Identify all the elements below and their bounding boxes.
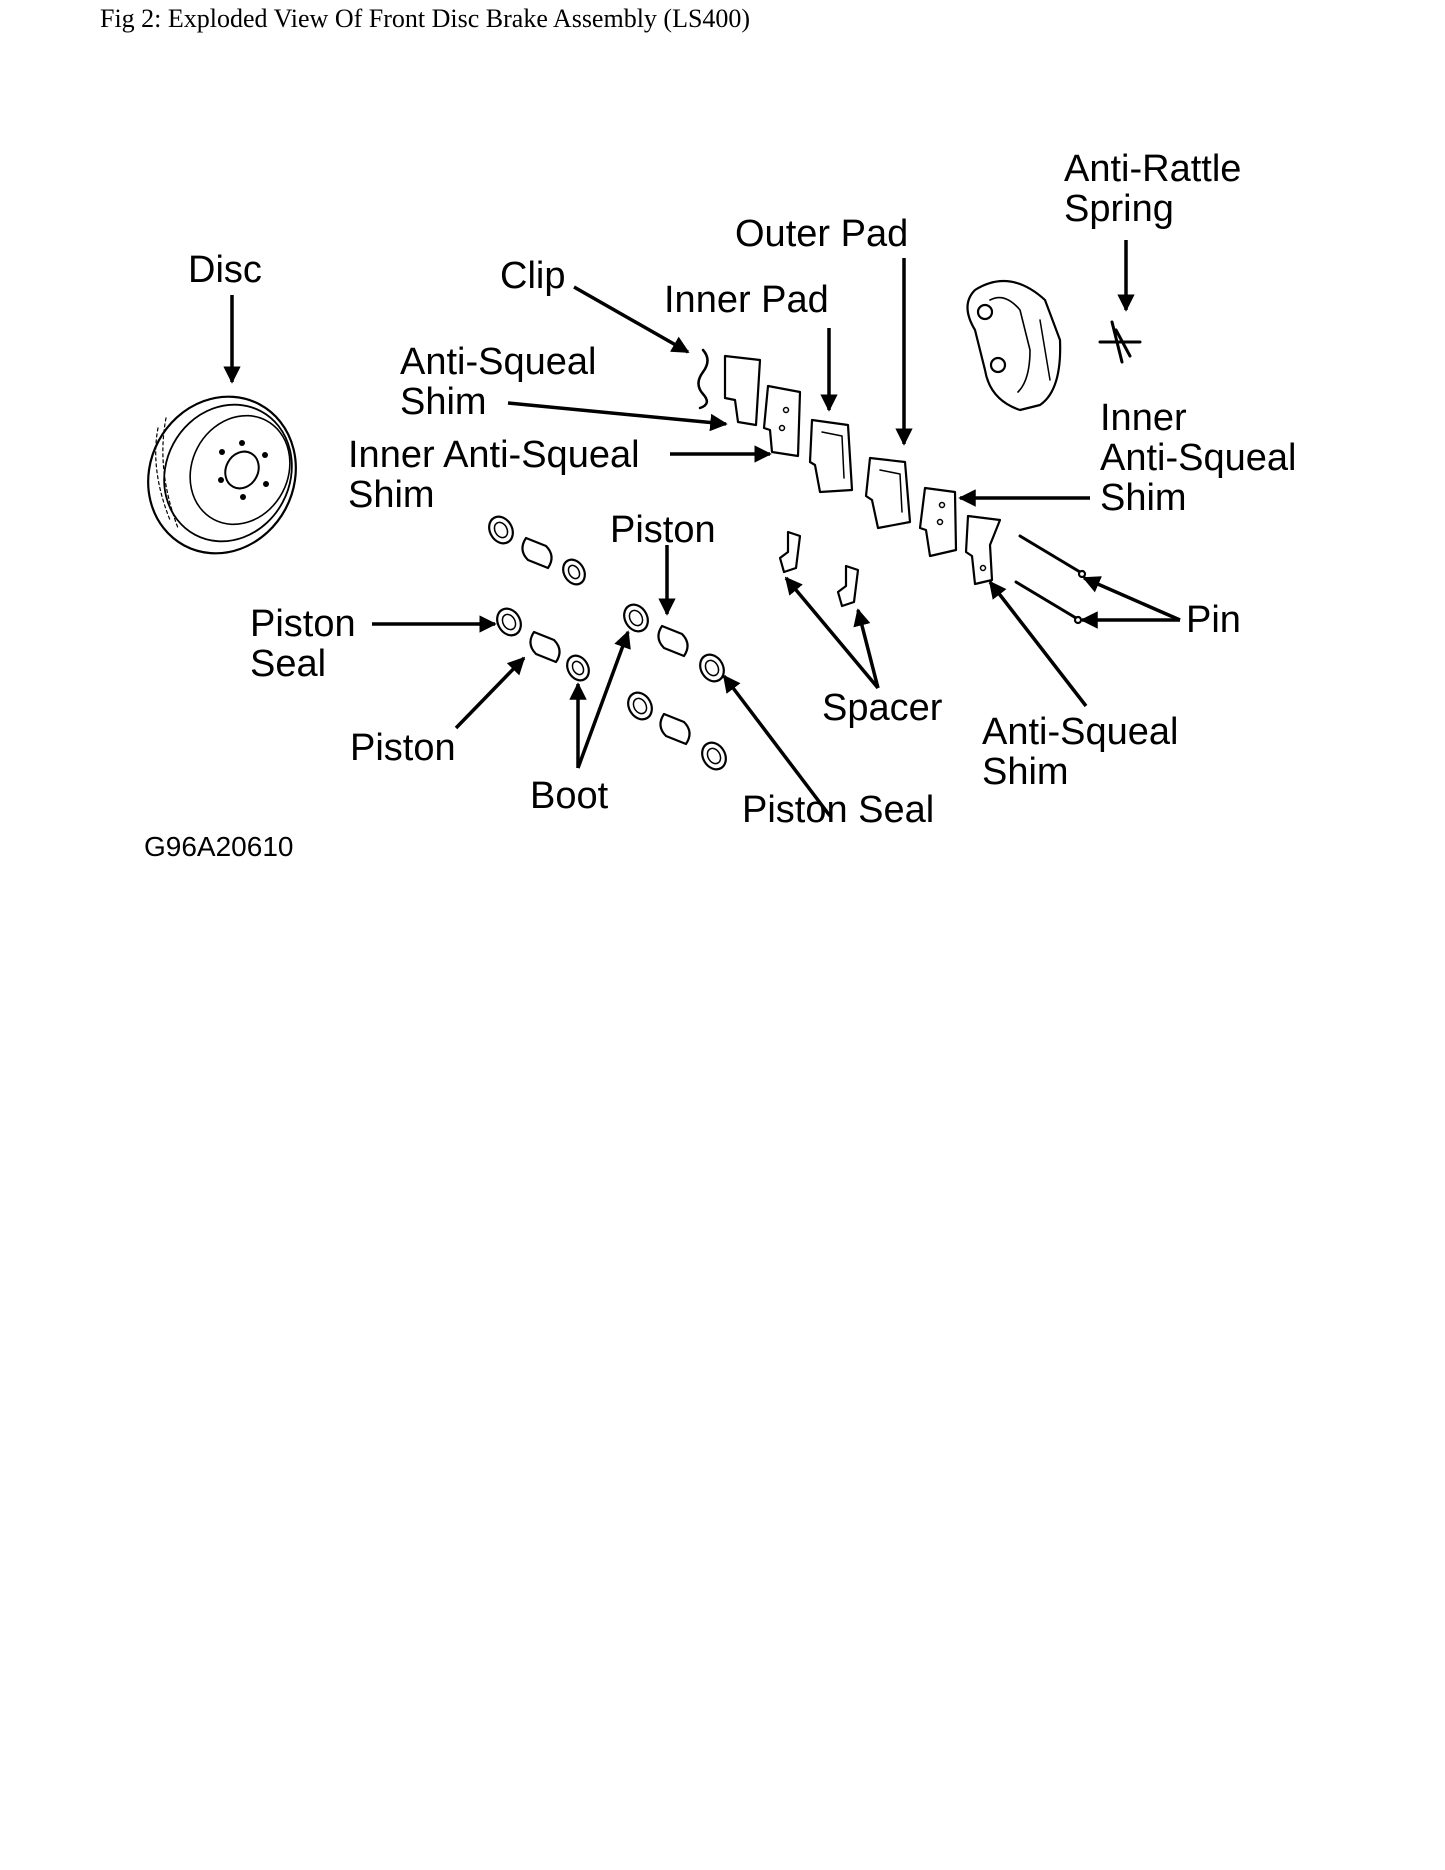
- caliper-body: [966, 279, 1062, 412]
- clip-part: [697, 348, 709, 410]
- label-piston-seal-left-line2: Seal: [250, 643, 326, 685]
- disc-rotor: [147, 395, 297, 555]
- label-disc: Disc: [188, 249, 262, 291]
- piston-group-middle-right: [623, 603, 725, 683]
- label-boot: Boot: [530, 775, 609, 817]
- label-anti-squeal-shim-lower-line2: Shim: [982, 751, 1069, 793]
- spacer-parts: [778, 530, 860, 608]
- anti-squeal-shim-lower-part: [964, 514, 1002, 586]
- label-piston-lower: Piston: [350, 727, 456, 769]
- piston-group-middle-left: [496, 607, 590, 682]
- anti-squeal-shim-part: [723, 354, 802, 458]
- label-piston-seal-left-line1: Piston: [250, 603, 356, 645]
- label-anti-rattle-spring-line1: Anti-Rattle: [1064, 148, 1241, 190]
- label-anti-squeal-shim-upper-line1: Anti-Squeal: [400, 341, 596, 383]
- label-inner-pad: Inner Pad: [664, 279, 829, 321]
- figure-caption: Fig 2: Exploded View Of Front Disc Brake…: [100, 4, 751, 33]
- leader-arrows: [223, 240, 1181, 818]
- label-piston-top: Piston: [610, 509, 716, 551]
- pins-part: [1014, 534, 1087, 625]
- label-inner-anti-squeal-shim-right-line2: Anti-Squeal: [1100, 437, 1296, 479]
- label-inner-anti-squeal-shim-right-line1: Inner: [1100, 397, 1187, 439]
- label-anti-squeal-shim-upper-line2: Shim: [400, 381, 487, 423]
- piston-group-lower: [627, 691, 727, 771]
- label-clip: Clip: [500, 255, 565, 297]
- label-anti-squeal-shim-lower-line1: Anti-Squeal: [982, 711, 1178, 753]
- label-pin: Pin: [1186, 599, 1241, 641]
- label-outer-pad: Outer Pad: [735, 213, 908, 255]
- label-inner-anti-squeal-shim-left-line2: Shim: [348, 474, 435, 516]
- piston-group-upper: [488, 515, 586, 586]
- inner-anti-squeal-shim-right-part: [918, 486, 958, 558]
- label-inner-anti-squeal-shim-left-line1: Inner Anti-Squeal: [348, 434, 640, 476]
- inner-pad-part: [808, 418, 854, 494]
- label-inner-anti-squeal-shim-right-line3: Shim: [1100, 477, 1187, 519]
- outer-pad-part: [864, 456, 912, 530]
- anti-rattle-spring: [1098, 320, 1142, 364]
- figure-code: G96A20610: [144, 831, 293, 862]
- label-piston-seal-bottom: Piston Seal: [742, 789, 934, 831]
- label-spacer: Spacer: [822, 687, 943, 729]
- label-anti-rattle-spring-line2: Spring: [1064, 188, 1174, 230]
